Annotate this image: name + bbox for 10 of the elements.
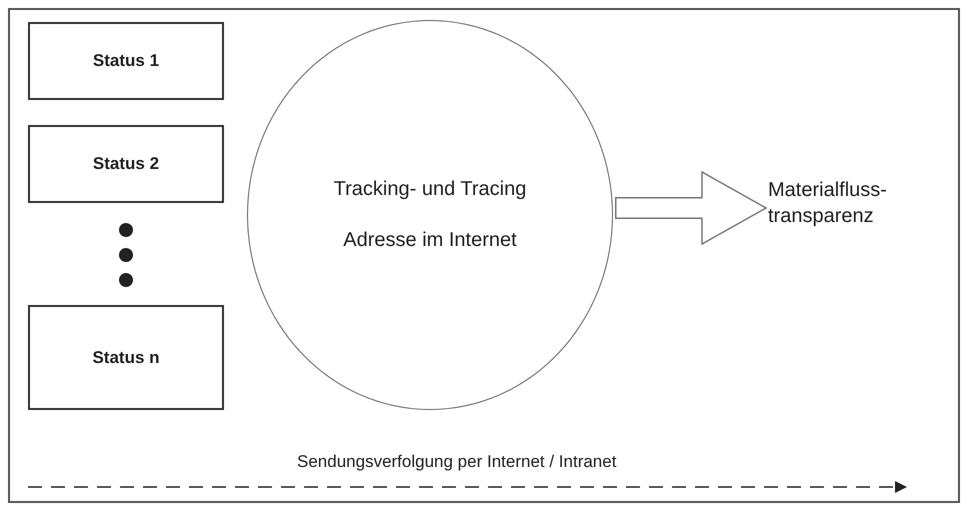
ellipse-text: Tracking- und Tracing: [334, 178, 526, 201]
result-text: Materialfluss- transparenz: [768, 178, 888, 229]
status-box: [28, 305, 224, 410]
status-box: [28, 22, 224, 100]
status-box: [28, 125, 224, 203]
ellipse-text: Adresse im Internet: [343, 229, 517, 252]
status-label: Status 1: [92, 51, 160, 71]
status-label: Status 2: [92, 154, 160, 174]
status-label: Status n: [92, 348, 160, 368]
caption-text: Sendungsverfolgung per Internet / Intranet: [297, 452, 616, 472]
